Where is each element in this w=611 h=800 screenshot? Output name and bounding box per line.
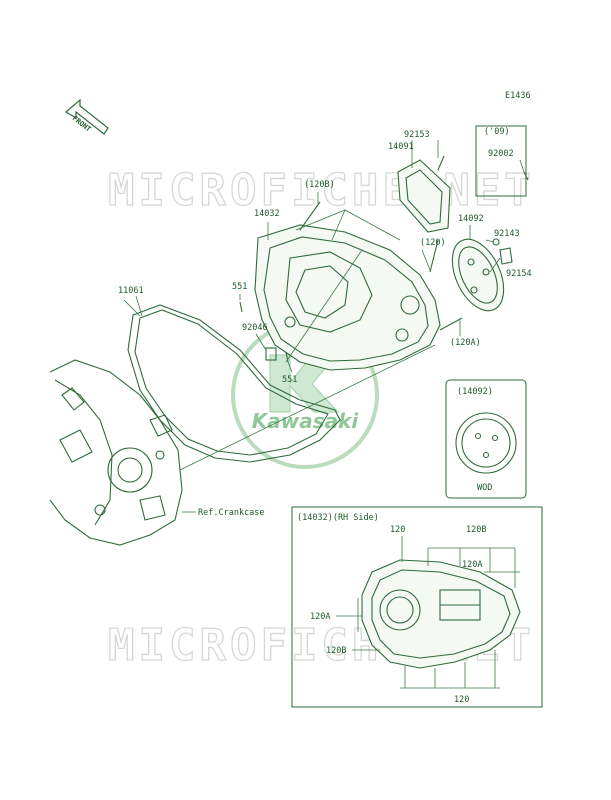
diagram-code: E1436 xyxy=(505,91,531,101)
inset-rh-120a-left: 120A xyxy=(310,612,330,622)
watermark-top: MICROFICHE.NET xyxy=(108,165,535,216)
label-92143: 92143 xyxy=(494,229,520,239)
kawasaki-logo: Kawasaki xyxy=(231,321,379,469)
bolts xyxy=(239,201,463,363)
cover-14032-drawing xyxy=(254,224,441,371)
label-551-a: 551 xyxy=(232,282,247,292)
part-92154 xyxy=(499,247,513,265)
cover-14091-drawing xyxy=(397,159,451,233)
gasket-11061 xyxy=(127,304,341,463)
label-120: (120) xyxy=(420,238,446,248)
label-09: ('09) xyxy=(484,127,510,137)
inset-09-box xyxy=(475,125,527,197)
inset-14092: (14092) WOD xyxy=(445,379,527,499)
label-14092: 14092 xyxy=(458,214,484,224)
label-92153: 92153 xyxy=(404,130,430,140)
leader-lines xyxy=(123,140,525,471)
label-14032: 14032 xyxy=(254,209,280,219)
label-551-b: 551 xyxy=(282,375,297,385)
logo-text: Kawasaki xyxy=(252,409,360,433)
inset-rh-120b-top: 120B xyxy=(466,525,486,535)
label-92002: 92002 xyxy=(488,149,514,159)
label-120a: (120A) xyxy=(450,338,481,348)
label-11061: 11061 xyxy=(118,286,144,296)
inset-rh-title: (14032)(RH Side) xyxy=(297,513,379,523)
cover-14092-drawing xyxy=(451,238,505,312)
crankcase-drawing xyxy=(49,359,196,546)
inset-rh-120-top: 120 xyxy=(390,525,405,535)
inset-rh-120-bottom: 120 xyxy=(454,695,469,705)
inset-14092-title: (14092) xyxy=(457,387,493,397)
inset-rh-side: (14032)(RH Side) 120 120B 120A 120A 120B… xyxy=(291,506,543,708)
label-92046: 92046 xyxy=(242,323,268,333)
inset-14092-caption: WOD xyxy=(477,483,492,493)
label-120b-top: (120B) xyxy=(304,180,335,190)
label-92154: 92154 xyxy=(506,269,532,279)
label-ref-crankcase: Ref.Crankcase xyxy=(198,508,265,518)
front-arrow-icon: FRONT xyxy=(64,98,109,135)
inset-rh-120a-right: 120A xyxy=(462,560,482,570)
label-14091: 14091 xyxy=(388,142,414,152)
inset-rh-120b-left: 120B xyxy=(326,646,346,656)
